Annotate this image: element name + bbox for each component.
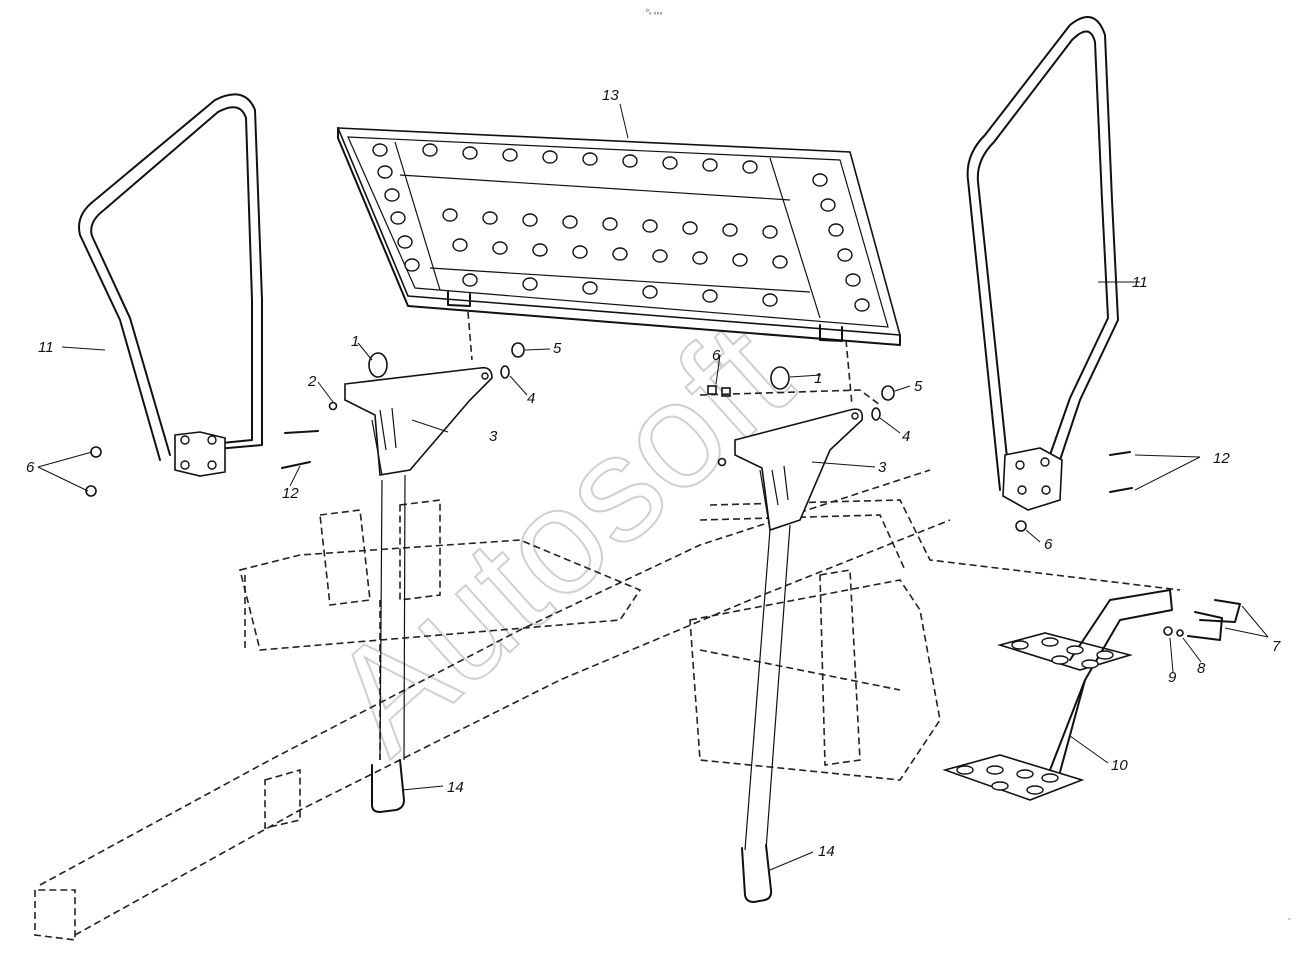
- drawing-code: ⁰₀ ₀₀₀: [646, 8, 662, 16]
- assembly-lines: [467, 311, 881, 406]
- callout-3-right: 3: [878, 459, 887, 476]
- callout-8: 8: [1197, 660, 1206, 677]
- callout-4-right: 4: [902, 428, 910, 445]
- platform-grating: [336, 127, 902, 346]
- callout-14-right: 14: [818, 843, 835, 860]
- callout-labels: 13 11 11 1 1 2 3 3 4 4 5 5 6 6 6 7 8 9 1…: [26, 87, 1281, 860]
- callout-6-right: 6: [1044, 536, 1053, 553]
- callout-11-right: 11: [1132, 274, 1148, 291]
- leader-lines: [37, 103, 1269, 871]
- callout-5-left: 5: [553, 340, 562, 357]
- handrail-right: [966, 16, 1119, 511]
- callout-14-left: 14: [447, 779, 464, 796]
- step-assembly: [942, 589, 1241, 801]
- callout-3-left: 3: [489, 428, 498, 445]
- hardware-parts: [85, 342, 1133, 532]
- callout-1-left: 1: [351, 333, 359, 350]
- tractor-frame-outline: [34, 469, 1181, 941]
- callout-12-right: 12: [1213, 450, 1230, 467]
- callout-2: 2: [307, 373, 317, 390]
- platform-holes: [372, 143, 870, 312]
- callout-6-center: 6: [712, 347, 721, 364]
- callout-10: 10: [1111, 757, 1128, 774]
- handrail-left: [78, 93, 263, 477]
- corner-mark: ◦: [1288, 916, 1290, 923]
- callout-1-right: 1: [814, 370, 822, 387]
- bracket-left: [344, 366, 493, 476]
- callout-11-left: 11: [38, 339, 54, 356]
- callout-4-left: 4: [527, 390, 535, 407]
- callout-6-left: 6: [26, 459, 35, 476]
- callout-13: 13: [602, 87, 619, 104]
- u-bolts: [371, 474, 791, 903]
- callout-12-left: 12: [282, 485, 299, 502]
- callout-7: 7: [1272, 638, 1281, 655]
- callout-9: 9: [1168, 669, 1177, 686]
- callout-5-right: 5: [914, 378, 923, 395]
- bracket-right: [734, 408, 864, 532]
